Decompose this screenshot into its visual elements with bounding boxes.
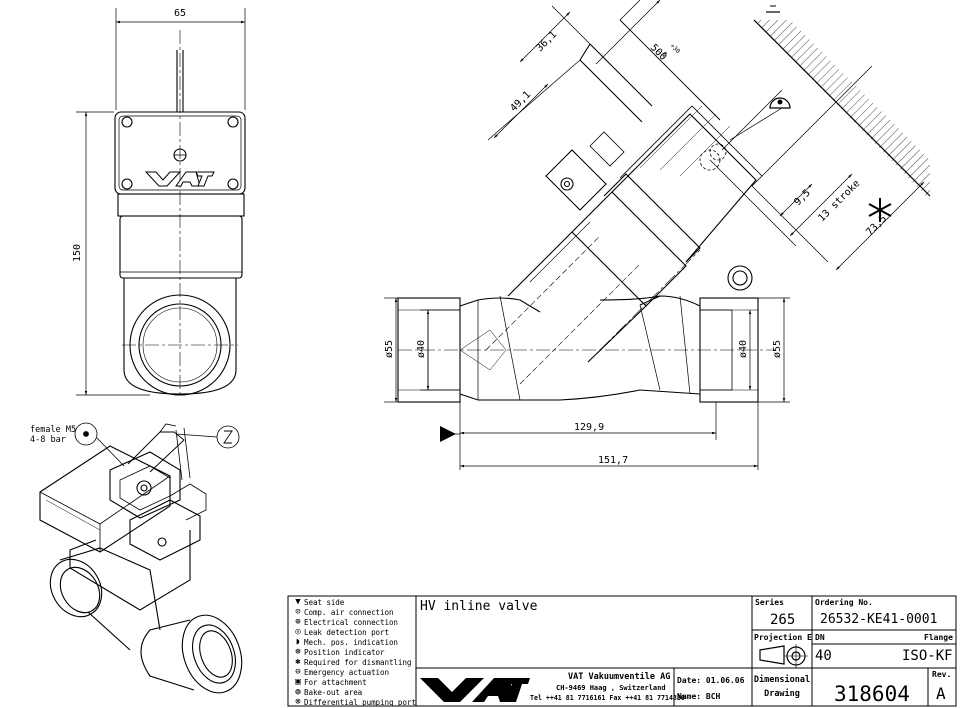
legend-text: Position indicator bbox=[304, 647, 385, 657]
drawn-by: Name: BCH bbox=[677, 692, 721, 701]
dn-value: 40 bbox=[815, 648, 832, 664]
dim-36-1: 36,1 bbox=[534, 29, 559, 54]
series-value: 265 bbox=[770, 612, 796, 628]
attachment-icon: ▣ bbox=[295, 677, 301, 687]
front-view bbox=[114, 30, 246, 398]
legend-text: Mech. pos. indication bbox=[304, 637, 398, 647]
legend-row: ✱Required for dismantling bbox=[292, 657, 416, 667]
legend-text: Bake-out area bbox=[304, 687, 363, 697]
iso-callouts bbox=[74, 422, 240, 467]
series-label: Series bbox=[755, 598, 784, 607]
side-view bbox=[397, 19, 775, 403]
legend-row: ⊖Emergency actuation bbox=[292, 667, 416, 677]
legend-row: ◎Leak detection port bbox=[292, 627, 416, 637]
dim-stroke: 13 stroke bbox=[816, 178, 862, 224]
dn-label: DN bbox=[815, 633, 825, 642]
electrical-icon: ⊕ bbox=[295, 617, 301, 627]
legend-row: ▼Seat side bbox=[292, 597, 416, 607]
description: HV inline valve bbox=[420, 599, 538, 614]
legend-row: ⊙Comp. air connection bbox=[292, 607, 416, 617]
dismantling-icon: ✱ bbox=[295, 657, 301, 667]
comp-air-icon: ⊙ bbox=[295, 607, 301, 617]
dim-150: 150 bbox=[72, 244, 83, 262]
legend-text: Differential pumping port bbox=[304, 697, 416, 707]
legend-text: For attachment bbox=[304, 677, 367, 687]
projection-label: Projection E bbox=[754, 633, 812, 642]
dim-dia40-left: ø40 bbox=[416, 340, 427, 358]
company-contact: Tel ++41 81 7716161 Fax ++41 81 7714830 bbox=[530, 694, 685, 702]
bake-out-icon: ◍ bbox=[295, 687, 301, 697]
title-block-frame bbox=[287, 595, 957, 707]
ordering-value: 26532-KE41-0001 bbox=[820, 612, 938, 627]
seat-side-icon: ▼ bbox=[295, 597, 301, 607]
legend-text: Required for dismantling bbox=[304, 657, 412, 667]
dismantling-asterisk-icon bbox=[868, 198, 892, 222]
drawing-number: 318604 bbox=[834, 682, 910, 706]
rev-label: Rev. bbox=[932, 670, 952, 679]
legend-row: ◍Bake-out area bbox=[292, 687, 416, 697]
iso-label-female: female M5 bbox=[30, 425, 76, 435]
legend-row: ⊗Differential pumping port bbox=[292, 697, 416, 707]
emergency-icon: ⊖ bbox=[295, 667, 301, 677]
legend-text: Comp. air connection bbox=[304, 607, 394, 617]
dim-500-tol0: 0 bbox=[661, 50, 669, 58]
legend-text: Leak detection port bbox=[304, 627, 389, 637]
legend-text: Electrical connection bbox=[304, 617, 398, 627]
dim-dia55-right: ø55 bbox=[772, 340, 783, 358]
position-indicator-icon: ⊛ bbox=[295, 647, 301, 657]
dim-129-9: 129,9 bbox=[574, 422, 604, 433]
legend-row: ◗Mech. pos. indication bbox=[292, 637, 416, 647]
front-dimensions bbox=[76, 8, 246, 396]
ordering-label: Ordering No. bbox=[815, 598, 873, 607]
vat-logo bbox=[420, 678, 530, 702]
dim-500-tol: +30 bbox=[669, 42, 682, 55]
legend-row: ▣For attachment bbox=[292, 677, 416, 687]
dim-49-1: 49,1 bbox=[508, 89, 533, 114]
legend: ▼Seat side ⊙Comp. air connection ⊕Electr… bbox=[292, 597, 416, 707]
legend-text: Emergency actuation bbox=[304, 667, 389, 677]
legend-row: ⊕Electrical connection bbox=[292, 617, 416, 627]
flange-value: ISO-KF bbox=[902, 648, 953, 664]
projection-icon bbox=[759, 644, 808, 668]
date: Date: 01.06.06 bbox=[677, 676, 745, 685]
dimensional-label: Dimensional Drawing bbox=[753, 675, 811, 699]
side-dimensions bbox=[384, 0, 925, 470]
isometric-view bbox=[39, 423, 243, 694]
dim-dia55-left: ø55 bbox=[384, 340, 395, 358]
iso-label-pressure: 4-8 bar bbox=[30, 435, 66, 445]
leak-detection-icon: ◎ bbox=[295, 627, 301, 637]
rev-value: A bbox=[936, 684, 946, 703]
flange-label: Flange bbox=[924, 633, 953, 642]
dim-dia40-right: ø40 bbox=[738, 340, 749, 358]
wall-hatch bbox=[729, 5, 931, 200]
company-name: VAT Vakuumventile AG bbox=[568, 672, 671, 682]
company-address: CH-9469 Haag , Switzerland bbox=[556, 684, 666, 692]
diff-pumping-icon: ⊗ bbox=[295, 697, 301, 707]
dim-73-5: 73,5 bbox=[864, 213, 889, 238]
dim-65: 65 bbox=[174, 8, 186, 19]
vat-logo-front bbox=[144, 171, 215, 187]
mech-pos-icon: ◗ bbox=[295, 637, 301, 647]
legend-row: ⊛Position indicator bbox=[292, 647, 416, 657]
dim-9-5: 9,5 bbox=[792, 188, 813, 209]
dim-151-7: 151,7 bbox=[598, 455, 628, 466]
legend-text: Seat side bbox=[304, 597, 345, 607]
